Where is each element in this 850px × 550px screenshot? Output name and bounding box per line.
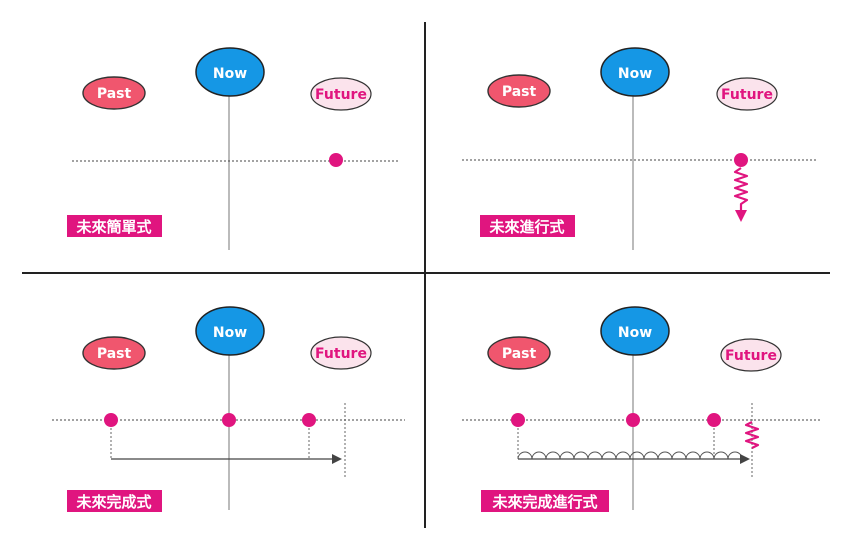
progressive-coil bbox=[744, 421, 760, 449]
now-bubble: Now bbox=[600, 47, 670, 97]
past-bubble: Past bbox=[82, 336, 146, 370]
future-label: Future bbox=[315, 346, 367, 362]
past-bubble: Past bbox=[82, 76, 146, 110]
tense-tag-label: 未來簡單式 bbox=[75, 218, 151, 236]
future-label: Future bbox=[725, 348, 777, 364]
future-event-dot bbox=[329, 153, 343, 167]
past-label: Past bbox=[97, 346, 132, 362]
now-label: Now bbox=[618, 325, 652, 341]
completion-event-dot bbox=[302, 413, 316, 427]
panel-future-progressive: Past Now Future 未來進行式 bbox=[462, 47, 818, 250]
now-event-dot bbox=[626, 413, 640, 427]
panel-future-perfect: Past Now Future 未來完成式 bbox=[52, 306, 405, 512]
past-bubble: Past bbox=[487, 336, 551, 370]
start-event-dot bbox=[104, 413, 118, 427]
tense-tag: 未來完成式 bbox=[67, 490, 162, 512]
tense-tag: 未來簡單式 bbox=[67, 215, 162, 237]
tense-tag-label: 未來進行式 bbox=[488, 218, 564, 236]
completion-event-dot bbox=[707, 413, 721, 427]
panel-future-perfect-progressive: Past Now Future 未來完成進行式 bbox=[462, 306, 820, 512]
progressive-coil bbox=[733, 167, 749, 210]
past-label: Past bbox=[502, 84, 537, 100]
start-event-dot bbox=[511, 413, 525, 427]
now-event-dot bbox=[222, 413, 236, 427]
now-label: Now bbox=[618, 66, 652, 82]
past-bubble: Past bbox=[487, 74, 551, 108]
now-bubble: Now bbox=[195, 306, 265, 356]
tense-tag: 未來完成進行式 bbox=[481, 490, 609, 512]
past-label: Past bbox=[97, 86, 132, 102]
future-label: Future bbox=[315, 87, 367, 103]
future-bubble: Future bbox=[716, 77, 778, 111]
now-label: Now bbox=[213, 66, 247, 82]
now-label: Now bbox=[213, 325, 247, 341]
future-label: Future bbox=[721, 87, 773, 103]
tense-tag-label: 未來完成式 bbox=[75, 493, 151, 511]
future-event-dot bbox=[734, 153, 748, 167]
tense-tag: 未來進行式 bbox=[480, 215, 575, 237]
future-bubble: Future bbox=[310, 336, 372, 370]
future-bubble: Future bbox=[720, 338, 782, 372]
now-bubble: Now bbox=[600, 306, 670, 356]
progressive-arrowhead bbox=[735, 210, 747, 222]
panel-simple-future: Past Now Future 未來簡單式 bbox=[67, 47, 398, 250]
future-bubble: Future bbox=[310, 77, 372, 111]
tense-tag-label: 未來完成進行式 bbox=[491, 493, 597, 511]
past-label: Past bbox=[502, 346, 537, 362]
continuous-loops bbox=[517, 451, 743, 460]
now-bubble: Now bbox=[195, 47, 265, 97]
